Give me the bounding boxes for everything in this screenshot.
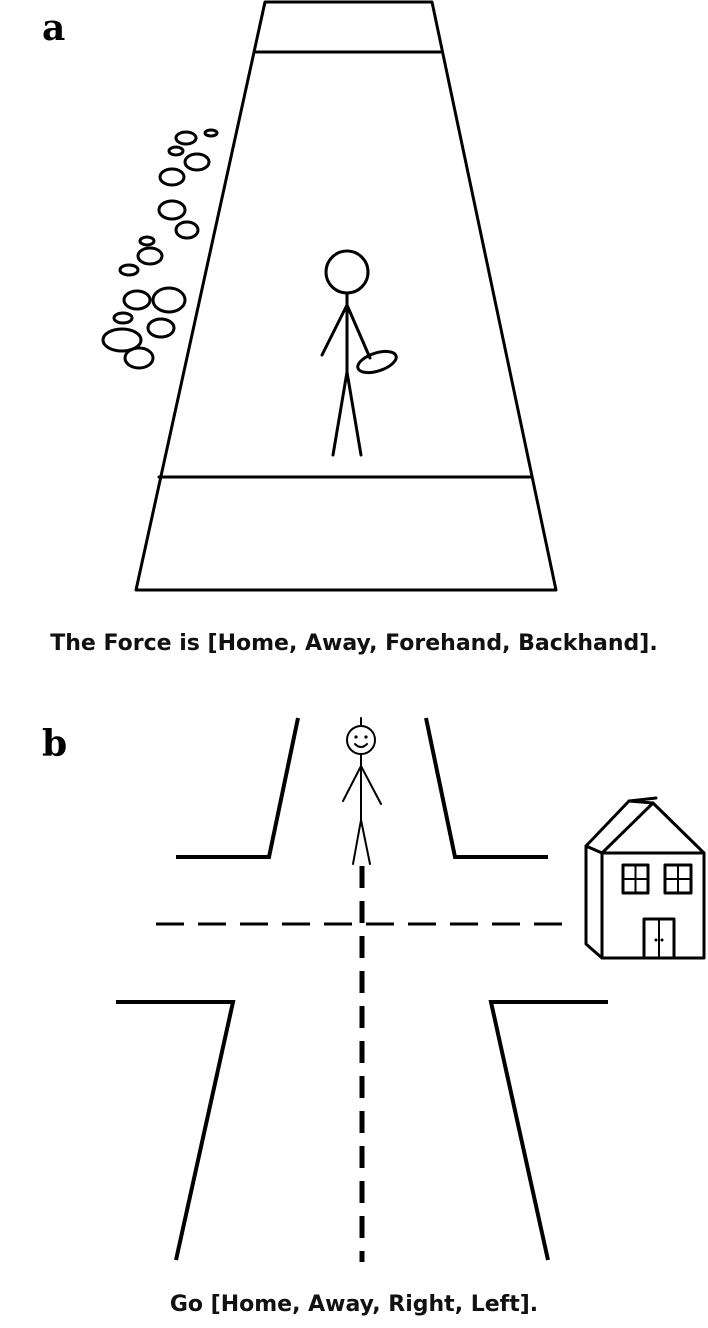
- left-arm: [320, 303, 349, 357]
- court-lane: [134, 0, 558, 592]
- lane-outline: [134, 0, 558, 592]
- panel-a-caption: The Force is [Home, Away, Forehand, Back…: [50, 631, 657, 656]
- eye-right: [364, 735, 368, 739]
- right-leg: [360, 819, 371, 865]
- roof-front: [600, 801, 706, 855]
- disc: [356, 349, 398, 375]
- house: [584, 796, 706, 960]
- stone: [136, 246, 164, 266]
- panel-b: b: [42, 717, 706, 1317]
- left-leg: [331, 370, 349, 457]
- stone: [101, 327, 143, 353]
- panel-b-caption: Go [Home, Away, Right, Left].: [170, 1292, 538, 1317]
- roof-ridge: [627, 799, 655, 805]
- panel-a-label: a: [42, 7, 65, 49]
- house-side: [584, 844, 604, 960]
- roof-side-edge: [584, 796, 658, 848]
- stone: [174, 220, 200, 240]
- door-knob-left: [654, 938, 658, 942]
- eye-left: [354, 735, 358, 739]
- stone: [203, 128, 219, 138]
- stone: [118, 263, 140, 277]
- right-arm: [345, 303, 372, 360]
- stone: [123, 346, 155, 370]
- stone: [174, 130, 198, 146]
- stone: [183, 152, 211, 172]
- road-edge-bottom-left: [116, 1000, 236, 1261]
- stick-figure-walker: [342, 717, 382, 865]
- stone: [138, 235, 156, 247]
- stone: [167, 145, 185, 157]
- stick-figure-player: [320, 249, 398, 457]
- smile: [354, 743, 368, 748]
- panel-a: a: [42, 0, 658, 656]
- stone: [151, 286, 187, 314]
- intersection-roads: [116, 717, 608, 1262]
- smiley-head: [346, 725, 376, 755]
- head: [324, 249, 370, 295]
- stone: [157, 199, 187, 221]
- panel-b-label: b: [42, 723, 67, 765]
- stone: [146, 317, 176, 339]
- road-edge-bottom-right: [488, 1000, 608, 1261]
- road-edge-top-left: [176, 717, 300, 859]
- house-front: [600, 851, 706, 960]
- right-leg: [345, 370, 363, 457]
- road-edge-top-right: [424, 717, 548, 859]
- left-arm: [342, 765, 362, 802]
- left-leg: [352, 819, 362, 865]
- right-arm: [360, 765, 382, 805]
- door-knob-right: [660, 938, 664, 942]
- stone: [122, 289, 152, 311]
- stones-cluster: [101, 128, 219, 370]
- stone: [158, 167, 186, 187]
- stone: [112, 311, 134, 325]
